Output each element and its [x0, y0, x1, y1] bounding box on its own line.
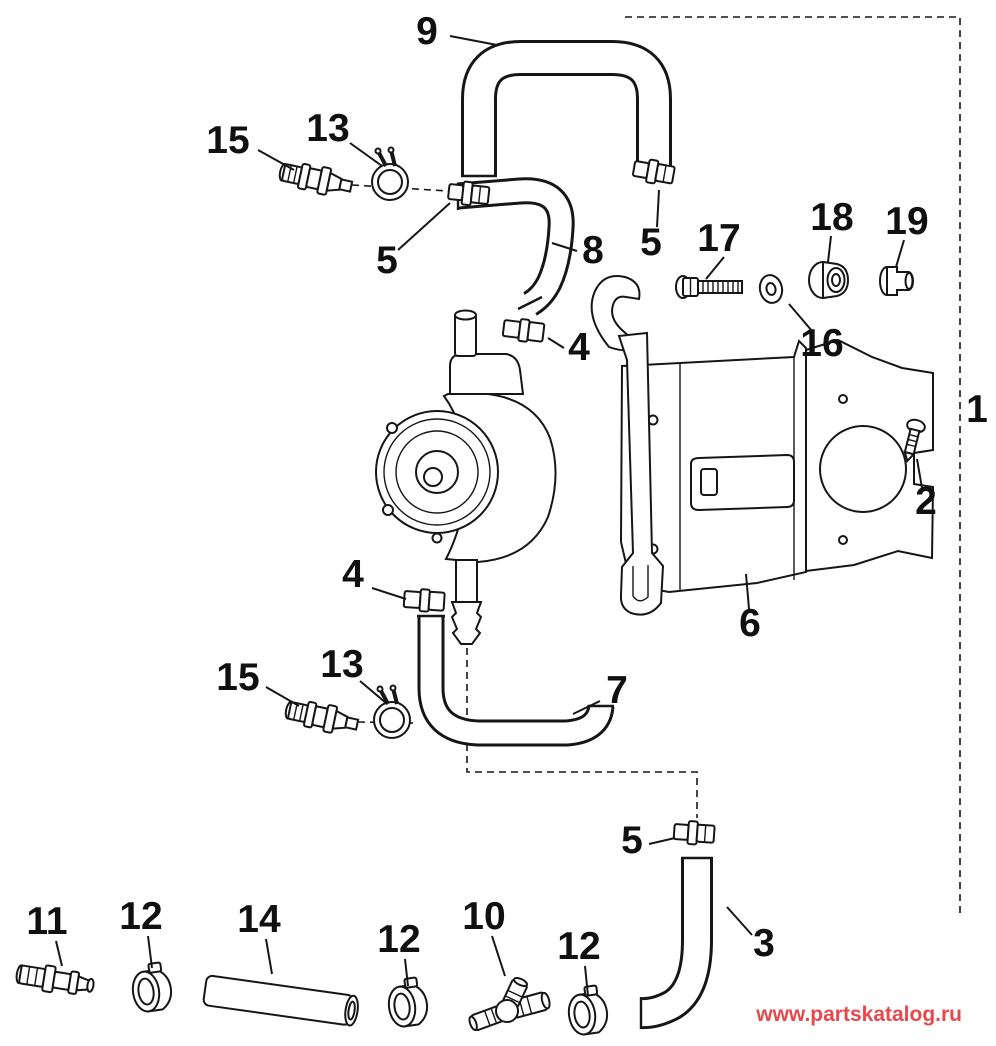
part-label-4: 4	[568, 326, 590, 369]
bushing-19	[879, 266, 915, 296]
part-label-2: 2	[915, 480, 937, 523]
fuel-pump-assembly	[375, 309, 557, 645]
part-label-8: 8	[582, 229, 604, 272]
grommet-18	[808, 260, 850, 300]
part-label-11: 11	[26, 900, 67, 943]
pump-outlet-stem	[455, 559, 478, 603]
part-label-3: 3	[753, 922, 775, 965]
part-label-16: 16	[800, 322, 843, 365]
bracket-round-opening	[819, 425, 907, 513]
hose-clamp-13-top	[370, 145, 410, 202]
pump-outlet-barb	[450, 601, 483, 645]
part-label-15: 15	[206, 119, 249, 162]
fitting-11	[13, 959, 97, 1000]
fitting-10	[468, 976, 551, 1031]
connector-5-bottom	[672, 819, 716, 847]
clamp-12-a	[128, 960, 175, 1015]
part-label-7: 7	[606, 669, 628, 712]
hose-clamp-13-bottom	[372, 683, 412, 740]
part-label-5: 5	[376, 239, 398, 282]
hose-9	[461, 40, 672, 178]
part-label-13: 13	[320, 643, 363, 686]
hose-7	[417, 614, 615, 747]
part-label-1: 1	[966, 388, 988, 431]
connector-4-top	[501, 316, 546, 345]
part-label-14: 14	[237, 898, 281, 941]
part-label-12: 12	[119, 895, 162, 938]
bracket-arm	[617, 331, 665, 616]
watermark-text: www.partskatalog.ru	[755, 1003, 962, 1026]
fitting-15-top	[276, 157, 355, 201]
part-label-13: 13	[306, 107, 349, 150]
part-label-5: 5	[621, 819, 643, 862]
part-label-12: 12	[377, 918, 420, 961]
part-label-18: 18	[810, 196, 853, 239]
mounting-bracket-6	[590, 275, 935, 616]
part-label-10: 10	[462, 895, 505, 938]
part-label-4: 4	[342, 553, 364, 596]
part-label-5: 5	[640, 221, 662, 264]
part-label-6: 6	[739, 602, 761, 645]
pump-valve-block	[449, 353, 525, 395]
part-label-9: 9	[416, 10, 438, 53]
part-label-15: 15	[216, 656, 259, 699]
connector-4-bottom	[402, 587, 446, 614]
hose-3	[639, 856, 713, 1030]
part-label-19: 19	[885, 200, 928, 243]
tube-14	[202, 974, 359, 1027]
part-label-12: 12	[557, 925, 600, 968]
part-label-17: 17	[697, 217, 740, 260]
leader-lines	[55, 35, 923, 997]
screw-2	[903, 418, 926, 463]
washer-16	[758, 274, 784, 304]
bolt-17	[675, 275, 743, 299]
